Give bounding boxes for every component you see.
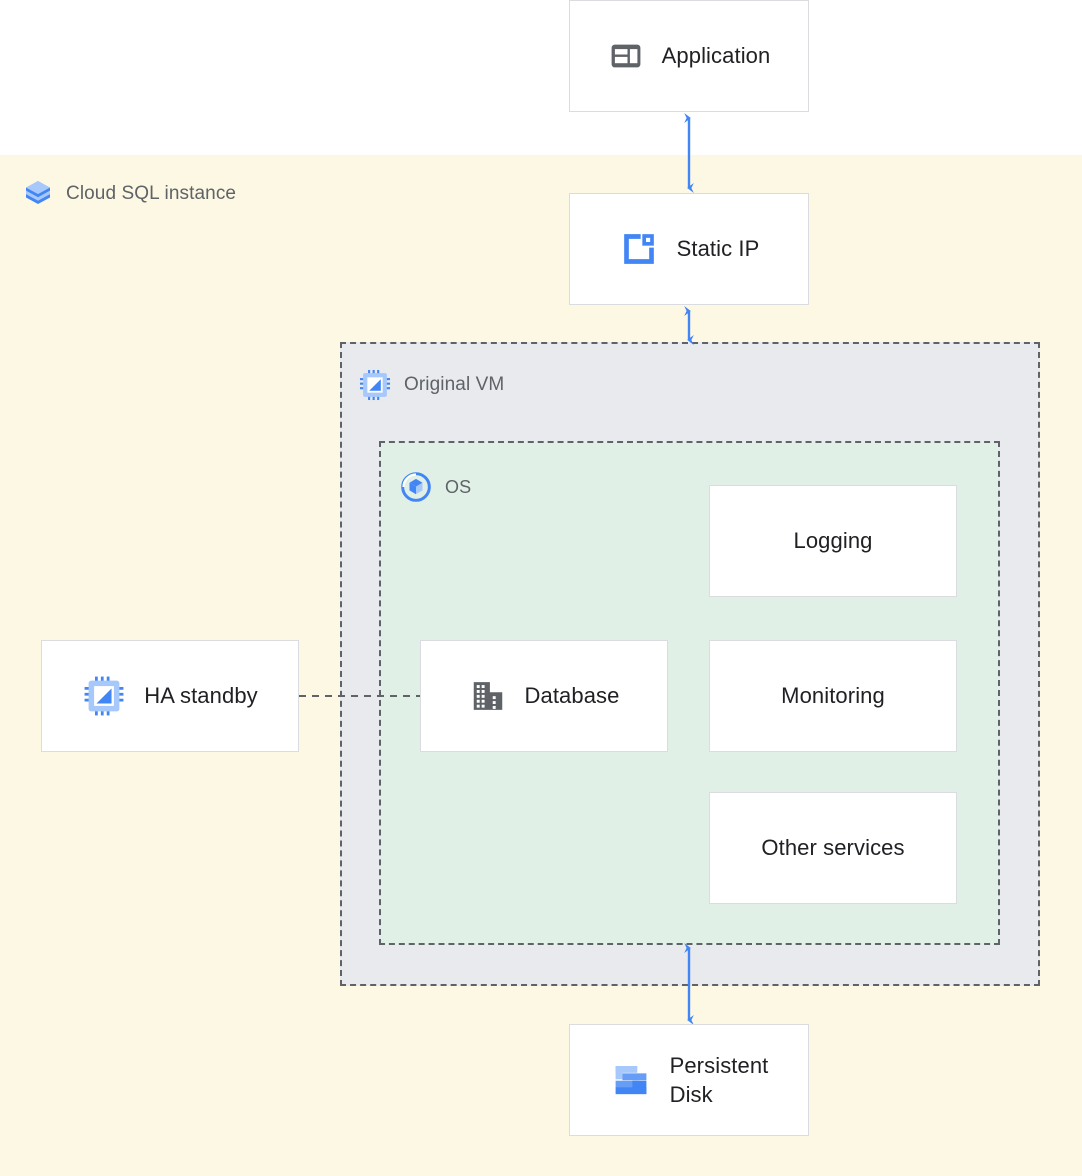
node-label: Logging xyxy=(793,528,873,554)
node-label: Monitoring xyxy=(781,683,885,709)
node-application[interactable]: Application xyxy=(569,0,809,112)
cloud-sql-icon xyxy=(26,180,50,204)
node-label: Static IP xyxy=(676,236,760,262)
node-ha-standby[interactable]: HA standby xyxy=(41,640,299,752)
static-ip-icon xyxy=(623,234,654,264)
region-label-os: OS xyxy=(399,470,471,504)
region-label-text: OS xyxy=(445,476,472,497)
persistent-disk-icon xyxy=(615,1066,646,1095)
application-window-icon xyxy=(611,44,641,68)
node-static-ip[interactable]: Static IP xyxy=(569,193,809,305)
node-database[interactable]: Database xyxy=(420,640,668,752)
node-logging[interactable]: Logging xyxy=(709,485,957,597)
node-label: Application xyxy=(661,43,771,69)
region-label-text: Cloud SQL instance xyxy=(66,183,237,204)
node-label: HA standby xyxy=(144,683,258,709)
node-persistent-disk[interactable]: Persistent Disk xyxy=(569,1024,809,1136)
region-label-text: Original VM xyxy=(404,374,505,395)
node-label: Other services xyxy=(761,835,905,861)
database-building-icon xyxy=(473,682,502,710)
node-other-services[interactable]: Other services xyxy=(709,792,957,904)
node-label: Persistent Disk xyxy=(669,1052,769,1107)
region-label-original-vm: Original VM xyxy=(358,368,504,402)
region-label-cloud-sql-instance: Cloud SQL instance xyxy=(22,178,236,210)
node-monitoring[interactable]: Monitoring xyxy=(709,640,957,752)
vm-chip-icon xyxy=(84,676,124,716)
os-icon xyxy=(401,472,431,502)
vm-chip-icon xyxy=(359,369,391,401)
node-label: Database xyxy=(524,683,620,709)
